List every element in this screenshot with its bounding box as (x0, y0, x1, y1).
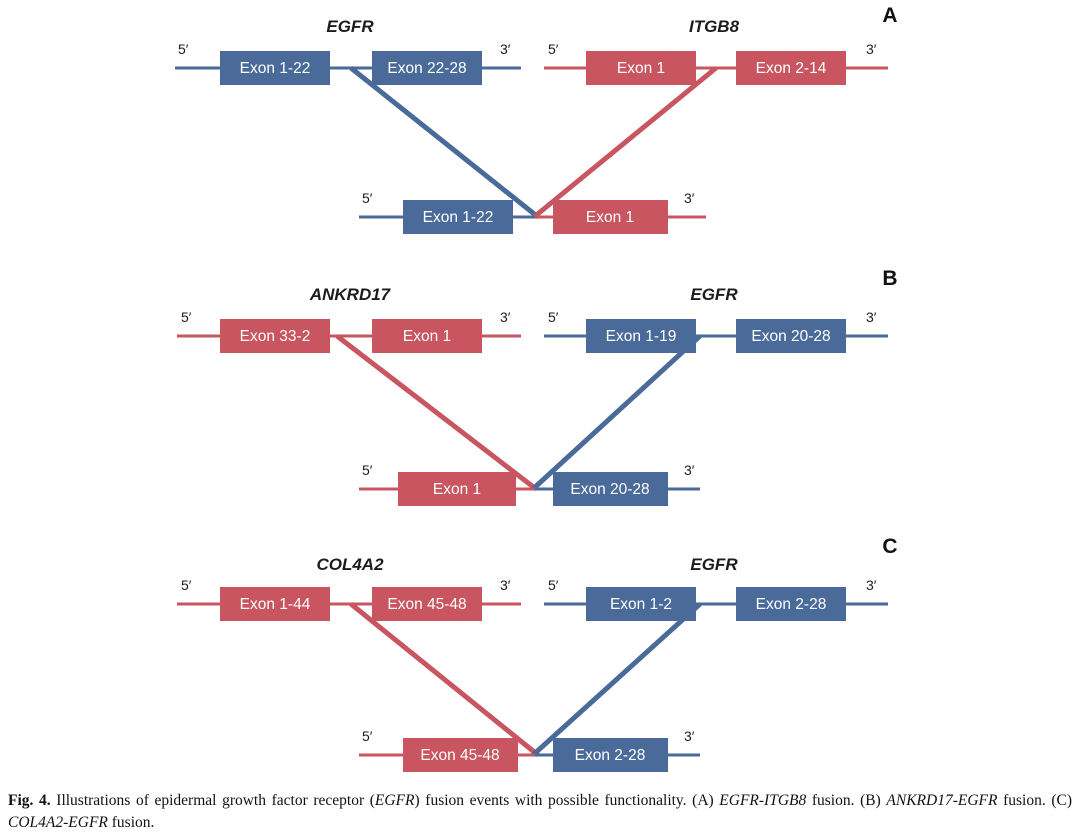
five-prime-label: 5′ (362, 728, 373, 744)
exon-label: Exon 20-28 (751, 328, 830, 345)
exon-label: Exon 1 (403, 328, 451, 345)
exon-label: Exon 1 (586, 209, 634, 226)
exon-box (372, 587, 482, 621)
exon-box (736, 319, 846, 353)
exon-label: Exon 45-48 (420, 747, 499, 764)
five-prime-label: 5′ (178, 41, 189, 57)
exon-label: Exon 1 (433, 481, 481, 498)
gene-label-egfr: EGFR (690, 285, 738, 304)
panel-a-gene-itgb8: ITGB8 5′ 3′ Exon 1 Exon 2-14 (544, 17, 888, 85)
caption-body: Illustrations of epidermal growth factor… (8, 792, 1072, 831)
exon-box (220, 51, 330, 85)
panel-b-fusion-transcript: 5′ 3′ Exon 1 Exon 20-28 (359, 462, 700, 506)
three-prime-label: 3′ (866, 41, 877, 57)
exon-label: Exon 22-28 (387, 60, 466, 77)
exon-box (403, 738, 518, 772)
gene-label-ankrd17: ANKRD17 (309, 285, 392, 304)
fusion-diagonal-right (531, 334, 702, 491)
exon-label: Exon 1 (617, 60, 665, 77)
panel-b-gene-ankrd17: ANKRD17 5′ 3′ Exon 33-2 Exon 1 (177, 285, 521, 353)
five-prime-label: 5′ (362, 462, 373, 478)
gene-label-egfr: EGFR (326, 17, 374, 36)
exon-box (553, 738, 668, 772)
panel-b-breakpoint-lines (335, 334, 702, 491)
fusion-diagonal-right (531, 602, 702, 757)
exon-label: Exon 33-2 (240, 328, 311, 345)
exon-label: Exon 1-22 (423, 209, 494, 226)
panel-c-fusion-transcript: 5′ 3′ Exon 45-48 Exon 2-28 (359, 728, 700, 772)
exon-box (736, 587, 846, 621)
fusion-diagonal-left (335, 334, 538, 491)
five-prime-label: 5′ (362, 190, 373, 206)
five-prime-label: 5′ (548, 41, 559, 57)
three-prime-label: 3′ (500, 577, 511, 593)
exon-box (403, 200, 513, 234)
exon-box (586, 51, 696, 85)
five-prime-label: 5′ (548, 577, 559, 593)
panel-c-gene-egfr: EGFR 5′ 3′ Exon 1-2 Exon 2-28 (544, 555, 888, 621)
panel-a-gene-egfr: EGFR 5′ 3′ Exon 1-22 Exon 22-28 (175, 17, 521, 85)
exon-label: Exon 20-28 (570, 481, 649, 498)
exon-label: Exon 1-2 (610, 596, 672, 613)
figure-number: Fig. 4. (8, 792, 51, 809)
three-prime-label: 3′ (866, 577, 877, 593)
exon-label: Exon 1-19 (606, 328, 677, 345)
three-prime-label: 3′ (684, 462, 695, 478)
exon-box (398, 472, 516, 506)
fusion-diagonal-left (349, 602, 540, 757)
five-prime-label: 5′ (181, 309, 192, 325)
panel-a-breakpoint-lines (349, 66, 718, 219)
panel-c-gene-col4a2: COL4A2 5′ 3′ Exon 1-44 Exon 45-48 (177, 555, 521, 621)
exon-box (220, 587, 330, 621)
exon-box (372, 51, 482, 85)
panel-b: B ANKRD17 5′ 3′ Exon 33-2 Exon 1 EGFR 5′… (177, 267, 898, 506)
exon-label: Exon 2-28 (575, 747, 646, 764)
exon-label: Exon 2-28 (756, 596, 827, 613)
three-prime-label: 3′ (684, 728, 695, 744)
panel-c-breakpoint-lines (349, 602, 702, 757)
exon-box (586, 319, 696, 353)
fusion-diagonal-left (349, 66, 540, 219)
gene-label-col4a2: COL4A2 (316, 555, 384, 574)
fusion-diagonal-right (532, 66, 718, 219)
exon-box (372, 319, 482, 353)
egfr-fusion-diagram: A EGFR 5′ 3′ Exon 1-22 Exon 22-28 ITGB8 … (175, 4, 898, 772)
exon-label: Exon 2-14 (756, 60, 827, 77)
five-prime-label: 5′ (548, 309, 559, 325)
panel-b-gene-egfr: EGFR 5′ 3′ Exon 1-19 Exon 20-28 (544, 285, 888, 353)
panel-letter-b: B (882, 267, 897, 290)
exon-label: Exon 1-44 (240, 596, 311, 613)
three-prime-label: 3′ (500, 41, 511, 57)
three-prime-label: 3′ (500, 309, 511, 325)
panel-letter-a: A (882, 4, 897, 27)
five-prime-label: 5′ (181, 577, 192, 593)
three-prime-label: 3′ (866, 309, 877, 325)
panel-c: C COL4A2 5′ 3′ Exon 1-44 Exon 45-48 EGFR… (177, 535, 898, 772)
exon-box (220, 319, 330, 353)
three-prime-label: 3′ (684, 190, 695, 206)
exon-label: Exon 1-22 (240, 60, 311, 77)
exon-box (553, 200, 668, 234)
exon-label: Exon 45-48 (387, 596, 466, 613)
exon-box (736, 51, 846, 85)
panel-a: A EGFR 5′ 3′ Exon 1-22 Exon 22-28 ITGB8 … (175, 4, 898, 234)
exon-box (553, 472, 668, 506)
exon-box (586, 587, 696, 621)
panel-letter-c: C (882, 535, 897, 558)
gene-label-itgb8: ITGB8 (689, 17, 740, 36)
gene-label-egfr: EGFR (690, 555, 738, 574)
panel-a-fusion-transcript: 5′ 3′ Exon 1-22 Exon 1 (359, 190, 706, 234)
figure-caption: Fig. 4. Illustrations of epidermal growt… (8, 790, 1072, 834)
